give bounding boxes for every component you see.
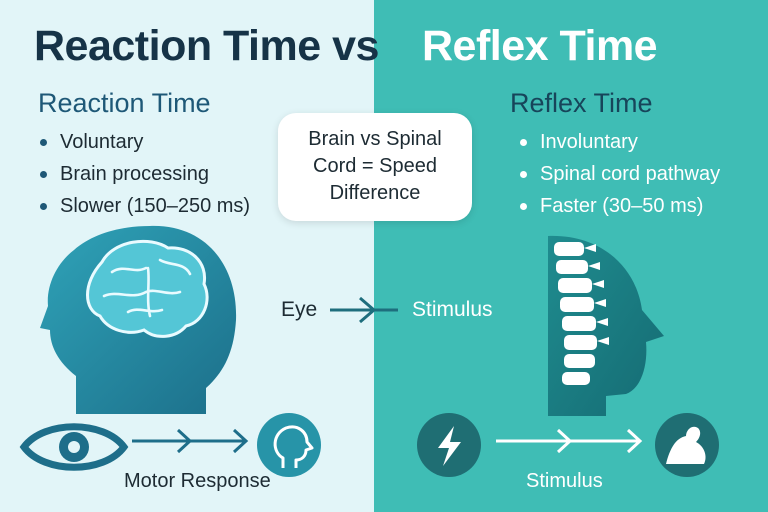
reflex-flow-arrow-icon — [496, 428, 643, 454]
reflex-item: Involuntary — [514, 126, 720, 158]
reaction-item: Slower (150–250 ms) — [34, 190, 250, 222]
callout-line: Difference — [329, 182, 421, 204]
eye-to-stimulus-arrow-icon — [330, 296, 398, 324]
reflex-list: Involuntary Spinal cord pathway Faster (… — [514, 126, 720, 222]
reaction-item: Brain processing — [34, 158, 250, 190]
title-reaction: Reaction Time vs — [34, 22, 379, 70]
eye-label: Eye — [281, 298, 318, 321]
motor-response-label: Motor Response — [124, 470, 271, 492]
flexed-arm-icon — [655, 413, 719, 477]
center-callout: Brain vs Spinal Cord = Speed Difference — [278, 113, 472, 221]
lightning-icon — [417, 413, 481, 477]
reflex-item: Spinal cord pathway — [514, 158, 720, 190]
head-spine-icon — [548, 235, 664, 416]
head-profile-icon — [257, 413, 321, 477]
reflex-item: Faster (30–50 ms) — [514, 190, 720, 222]
reaction-item: Voluntary — [34, 126, 250, 158]
page-title: Reaction Time vs Reflex Time — [0, 22, 768, 74]
callout-line: Cord = Speed — [313, 155, 437, 177]
callout-line: Brain vs Spinal — [308, 128, 442, 150]
eye-icon — [19, 423, 129, 471]
stimulus-label: Stimulus — [412, 298, 493, 321]
reflex-heading: Reflex Time — [510, 88, 653, 118]
title-reflex: Reflex Time — [422, 22, 658, 70]
reaction-list: Voluntary Brain processing Slower (150–2… — [34, 126, 250, 222]
reaction-heading: Reaction Time — [38, 88, 211, 118]
stimulus-bottom-label: Stimulus — [526, 470, 603, 492]
head-brain-icon — [40, 225, 237, 414]
reaction-flow-arrow-icon — [132, 428, 249, 454]
